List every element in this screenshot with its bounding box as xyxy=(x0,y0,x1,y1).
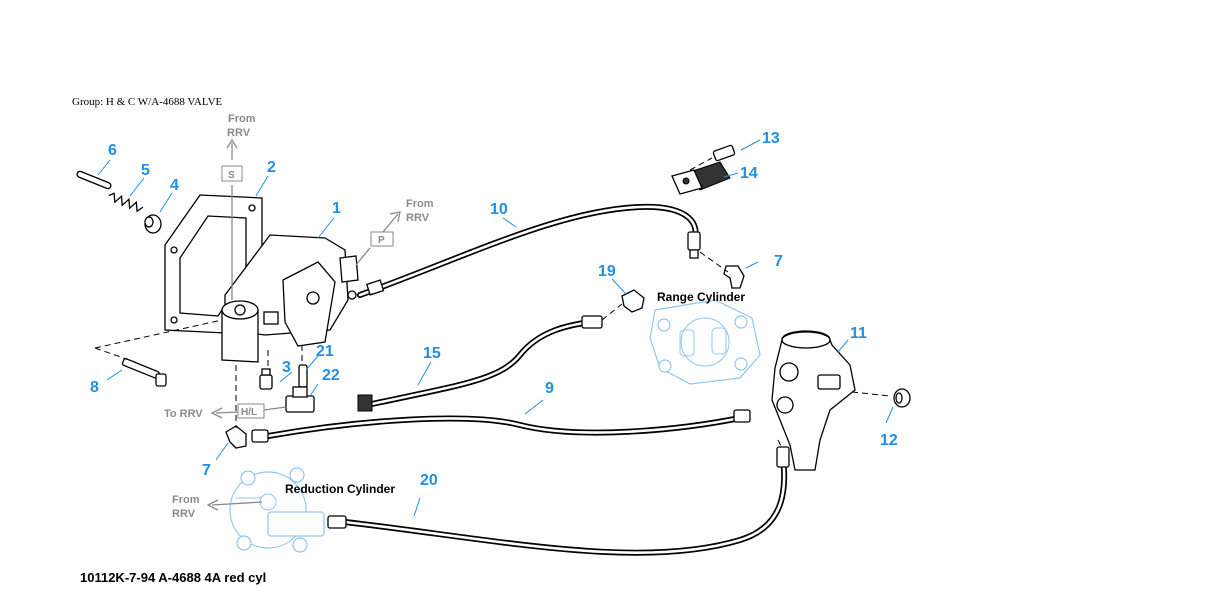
part-19-elbow xyxy=(621,289,645,313)
drawing-id: 10112K-7-94 A-4688 4A red cyl xyxy=(80,570,266,585)
callout-9: 9 xyxy=(545,380,554,397)
from-rrv-right-line2: RRV xyxy=(406,212,430,224)
flow-from-rrv-bottom: From RRV xyxy=(172,494,263,520)
callout-7-lower: 7 xyxy=(202,462,211,479)
hose-9 xyxy=(251,409,751,443)
callout-7-upper: 7 xyxy=(774,253,783,270)
range-cylinder-label: Range Cylinder xyxy=(657,290,745,304)
callout-10: 10 xyxy=(490,201,508,218)
callout-leaders xyxy=(97,139,894,517)
callouts: 1 2 3 4 5 6 7 7 8 9 10 11 12 13 14 15 19… xyxy=(90,130,898,489)
part-5-spring xyxy=(108,192,144,213)
callout-8: 8 xyxy=(90,379,99,396)
part-4-seal xyxy=(144,214,162,234)
from-rrv-bottom-line2: RRV xyxy=(172,508,196,520)
callout-4: 4 xyxy=(170,177,179,194)
part-12-plug xyxy=(893,388,911,408)
callout-21: 21 xyxy=(316,343,334,360)
part-21-22-tee xyxy=(285,364,315,413)
from-rrv-top-line2: RRV xyxy=(227,127,251,139)
callout-15: 15 xyxy=(423,345,441,362)
part-6-pin xyxy=(76,170,112,190)
part-7-elbow-lower xyxy=(225,425,247,449)
flow-to-rrv: H/L To RRV xyxy=(164,403,287,420)
callout-6: 6 xyxy=(108,142,117,159)
callout-3: 3 xyxy=(282,359,291,376)
range-cylinder: Range Cylinder xyxy=(649,290,761,385)
part-13-screw xyxy=(712,144,736,162)
callout-5: 5 xyxy=(141,162,150,179)
phantom-lines xyxy=(94,157,891,449)
flow-from-rrv-right: P From RRV xyxy=(355,198,434,266)
callout-14: 14 xyxy=(740,165,758,182)
part-11-valve xyxy=(771,330,856,471)
port-hl-label: H/L xyxy=(241,407,257,418)
callout-1: 1 xyxy=(332,200,341,217)
part-8-bolt xyxy=(121,358,167,387)
valve-assembly xyxy=(164,194,359,363)
callout-13: 13 xyxy=(762,130,780,147)
callout-11: 11 xyxy=(850,325,867,342)
part-7-elbow-upper xyxy=(723,265,745,289)
callout-20: 20 xyxy=(420,472,438,489)
callout-19: 19 xyxy=(598,263,616,280)
hose-15 xyxy=(357,315,603,412)
part-3-fitting xyxy=(259,368,273,390)
reduction-cylinder-label: Reduction Cylinder xyxy=(285,482,395,496)
to-rrv-label: To RRV xyxy=(164,408,203,420)
flow-from-rrv-top: S From RRV xyxy=(221,113,256,300)
hose-20 xyxy=(327,446,790,556)
group-title: Group: H & C W/A-4688 VALVE xyxy=(72,96,223,108)
from-rrv-top-line1: From xyxy=(228,113,256,125)
part-14-bracket xyxy=(671,161,731,195)
from-rrv-bottom-line1: From xyxy=(172,494,200,506)
callout-22: 22 xyxy=(322,367,340,384)
from-rrv-right-line1: From xyxy=(406,198,434,210)
port-p-label: P xyxy=(378,235,385,246)
callout-2: 2 xyxy=(267,159,276,176)
port-s-label: S xyxy=(228,170,235,181)
hose-10 xyxy=(357,203,701,298)
callout-12: 12 xyxy=(880,432,898,449)
reduction-cylinder: Reduction Cylinder xyxy=(229,467,395,553)
